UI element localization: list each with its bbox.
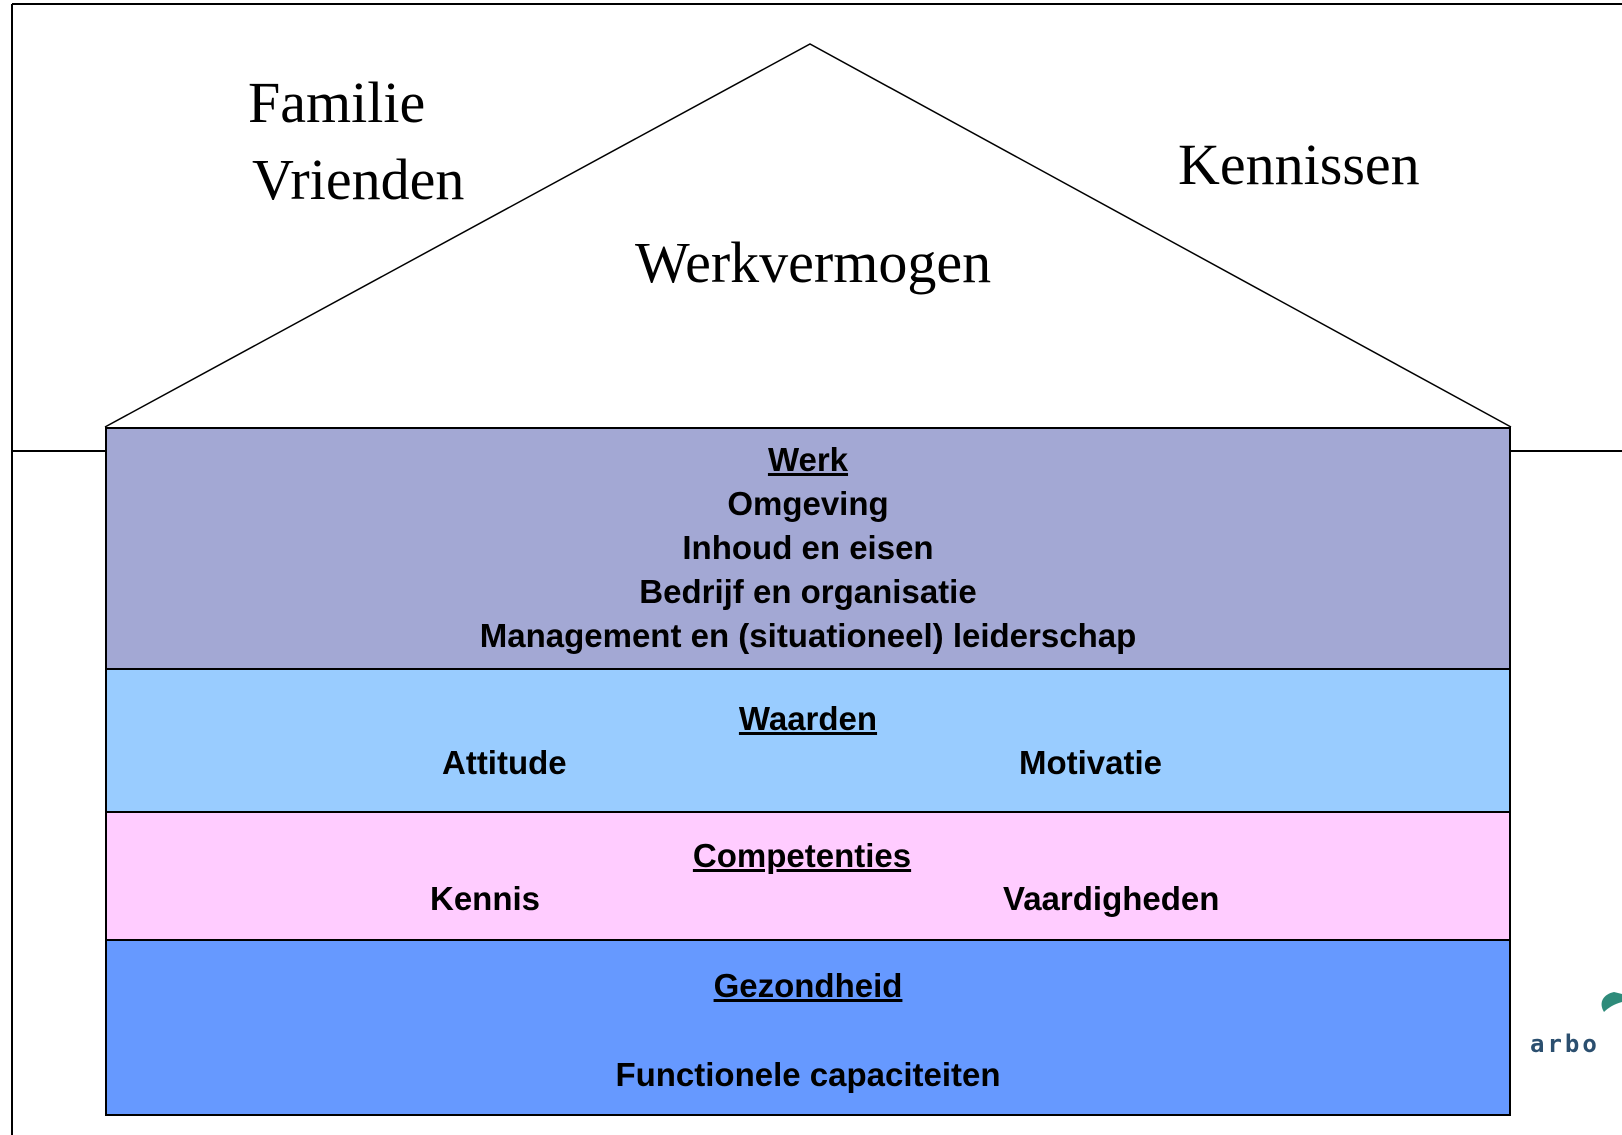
arbo-logo-text: arbo [1530,1030,1600,1058]
band-competenties-title: Competenties [692,837,912,874]
house-roof [104,43,1512,428]
band-gezondheid: Gezondheid Functionele capaciteiten [105,939,1511,1116]
band-competenties: Competenties Kennis Vaardigheden [105,811,1511,941]
label-kennissen: Kennissen [1178,132,1420,197]
roof-title-werkvermogen: Werkvermogen [635,230,992,295]
label-vrienden: Vrienden [252,147,465,212]
band-werk-title: Werk [767,441,849,478]
label-familie: Familie [248,70,426,135]
band-werk-line-bedrijf: Bedrijf en organisatie [639,573,977,610]
band-werk-line-inhoud: Inhoud en eisen [682,529,934,566]
band-werk-line-management: Management en (situationeel) leiderschap [479,617,1137,654]
band-gezondheid-functionele-capaciteiten: Functionele capaciteiten [615,1056,1001,1093]
arbo-logo: arbo [1530,990,1622,1060]
band-competenties-kennis: Kennis [430,880,541,917]
band-werk: Werk Omgeving Inhoud en eisen Bedrijf en… [105,427,1511,670]
band-competenties-vaardigheden: Vaardigheden [1003,880,1220,917]
leaf-icon [1601,992,1622,1012]
band-waarden-attitude: Attitude [442,744,567,781]
band-waarden-title: Waarden [738,700,878,737]
band-waarden: Waarden Attitude Motivatie [105,668,1511,813]
band-waarden-motivatie: Motivatie [1019,744,1163,781]
band-werk-line-omgeving: Omgeving [727,485,889,522]
band-gezondheid-title: Gezondheid [713,967,903,1004]
